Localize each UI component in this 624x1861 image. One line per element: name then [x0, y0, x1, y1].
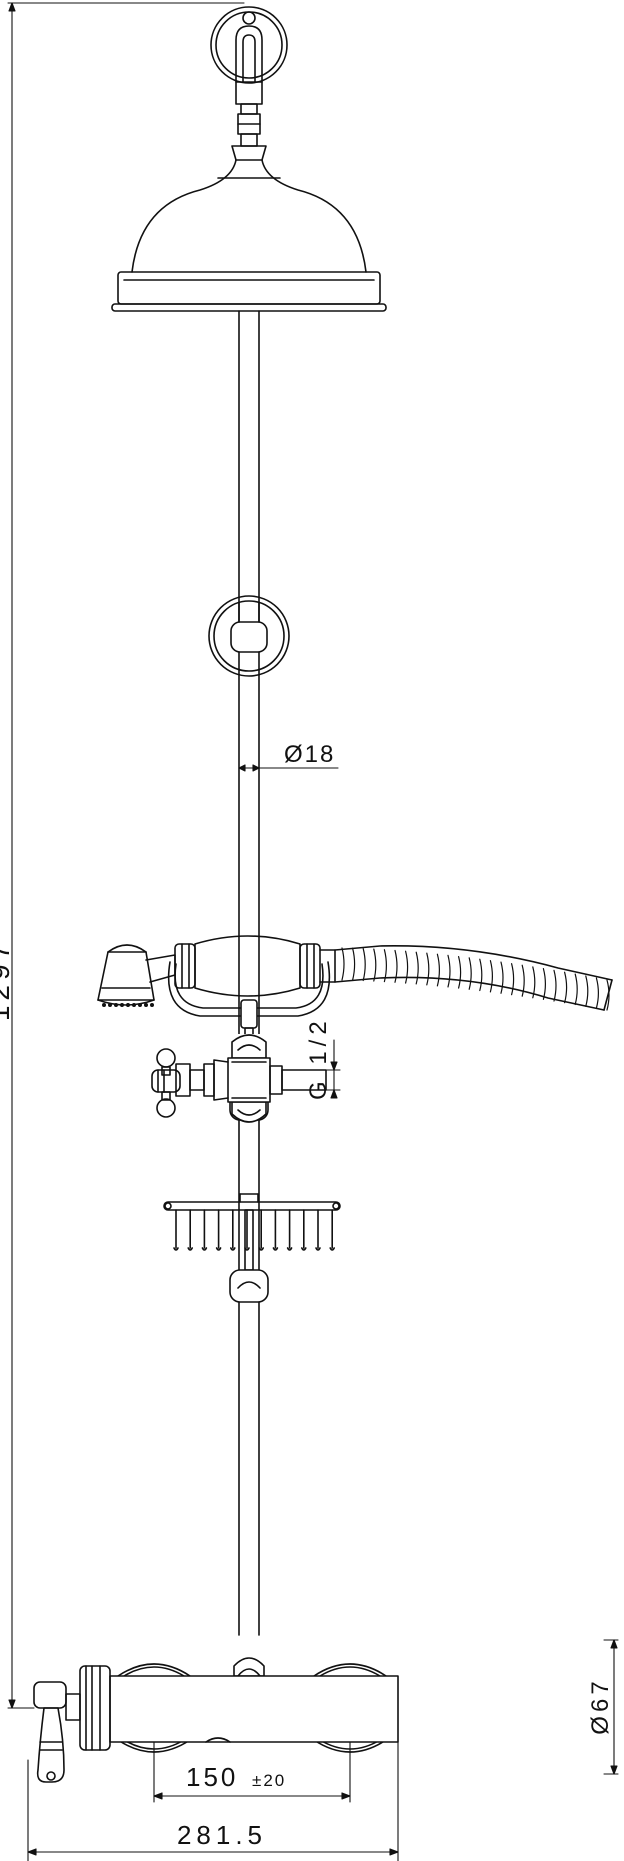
hose-rib — [489, 960, 493, 993]
hose-rib — [436, 953, 440, 987]
thread-dimension — [325, 1039, 341, 1099]
spray-nozzle — [150, 1003, 154, 1007]
diverter-valve — [151, 1034, 327, 1123]
basket-prong — [272, 1209, 279, 1251]
centers-value: 150 — [186, 1762, 238, 1792]
rain-shower-head — [111, 159, 387, 312]
hose-rib — [564, 971, 568, 1004]
hose-rib — [394, 949, 398, 983]
hose-ribs — [341, 947, 610, 1011]
hose-rib — [574, 973, 578, 1006]
hose-rib — [585, 975, 589, 1007]
basket-prong — [215, 1209, 222, 1251]
centers-dimension — [153, 1741, 351, 1803]
hand-shower-spray-nozzles — [102, 1003, 154, 1007]
hose-rib — [352, 947, 356, 981]
hose-rib — [521, 964, 525, 997]
mid-wall-bracket — [208, 595, 290, 677]
hose-rib — [468, 957, 472, 990]
hose-rib — [373, 948, 377, 982]
centers-tolerance: ±20 — [252, 1771, 286, 1790]
hose-rib — [532, 966, 536, 999]
basket-prong — [286, 1209, 293, 1251]
spray-nozzle — [138, 1003, 142, 1007]
basket-prong — [258, 1209, 264, 1251]
soap-basket-prongs — [173, 1209, 335, 1251]
basket-prong — [173, 1209, 179, 1251]
soap-basket — [163, 1193, 341, 1211]
riser-rail — [238, 310, 260, 1636]
total-height-dimension — [7, 2, 245, 1709]
spray-nozzle — [132, 1003, 136, 1007]
basket-slider — [229, 1209, 269, 1303]
hose-rib — [500, 961, 504, 994]
hand-shower — [97, 935, 613, 1089]
hose-rib — [458, 956, 462, 989]
hose-rib — [553, 969, 557, 1002]
hose-rib — [383, 949, 387, 983]
spray-nozzle — [108, 1003, 112, 1007]
thermostatic-mixer — [33, 1657, 399, 1783]
basket-prong — [315, 1209, 321, 1251]
hose-rib — [595, 977, 599, 1009]
hose-rib — [447, 954, 451, 988]
spray-nozzle — [126, 1003, 130, 1007]
hose-rib — [542, 968, 546, 1000]
hose-rib — [415, 951, 419, 985]
basket-prong — [230, 1209, 236, 1251]
basket-prong — [329, 1209, 335, 1251]
hose-rib — [341, 947, 345, 981]
hose-rib — [405, 950, 409, 984]
basket-prong — [201, 1209, 208, 1251]
spray-nozzle — [120, 1003, 124, 1007]
spray-nozzle — [102, 1003, 106, 1007]
overall-width-dimension — [27, 1741, 399, 1861]
flange-diameter-label: Ø67 — [587, 1677, 614, 1734]
hose-rib — [426, 952, 430, 986]
overall-width-label: 281.5 — [177, 1820, 267, 1850]
flange-diameter-dimension — [603, 1639, 619, 1775]
centers-label: 150 ±20 — [186, 1762, 286, 1792]
rail-diameter-label: Ø18 — [284, 741, 335, 768]
total-height-label: 1297 — [0, 939, 15, 1021]
hose-rib — [362, 947, 366, 982]
basket-prong — [301, 1209, 307, 1251]
spray-nozzle — [144, 1003, 148, 1007]
spray-nozzle — [114, 1003, 118, 1007]
top-wall-bracket — [210, 6, 288, 161]
hose-rib — [511, 963, 515, 996]
rail-diameter-dimension — [238, 764, 339, 772]
hose-rib — [606, 979, 610, 1011]
basket-prong — [187, 1209, 193, 1251]
thread-label: G 1/2 — [305, 1016, 332, 1100]
hose-rib — [479, 958, 483, 992]
